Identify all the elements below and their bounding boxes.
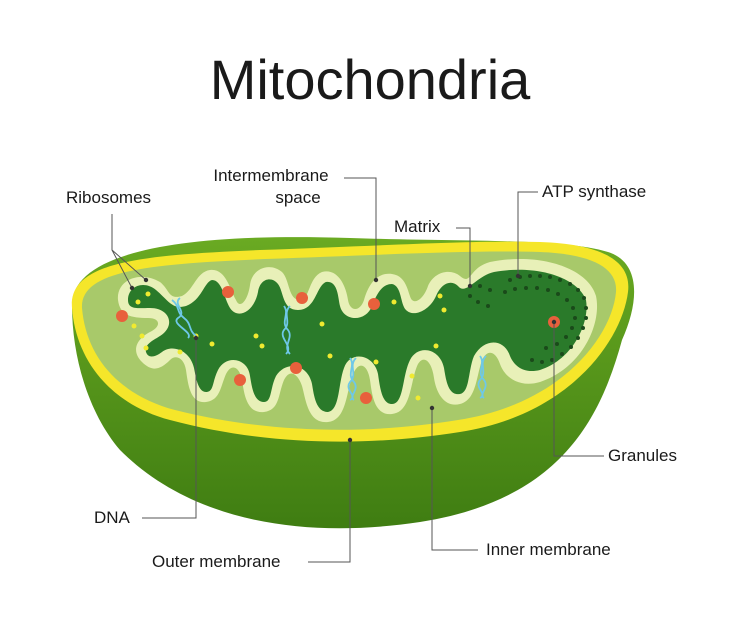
atp-synthase-particles [468,274,588,364]
label-inner-membrane: Inner membrane [486,540,611,559]
diagram-title: Mitochondria [209,48,531,111]
granules [116,286,560,404]
ribosomes [131,291,447,401]
label-dna: DNA [94,508,130,527]
label-intermembrane-line1: Intermembrane [213,166,329,185]
leader-lines [111,177,604,563]
matrix [128,269,587,412]
dna-strands [171,297,487,401]
label-matrix: Matrix [394,217,441,236]
label-intermembrane-line2: space [275,188,321,207]
label-atp-synthase: ATP synthase [542,182,647,201]
label-outer-membrane: Outer membrane [152,552,281,571]
label-ribosomes: Ribosomes [66,188,152,207]
label-granules: Granules [608,446,677,465]
leader-dots [129,273,557,443]
